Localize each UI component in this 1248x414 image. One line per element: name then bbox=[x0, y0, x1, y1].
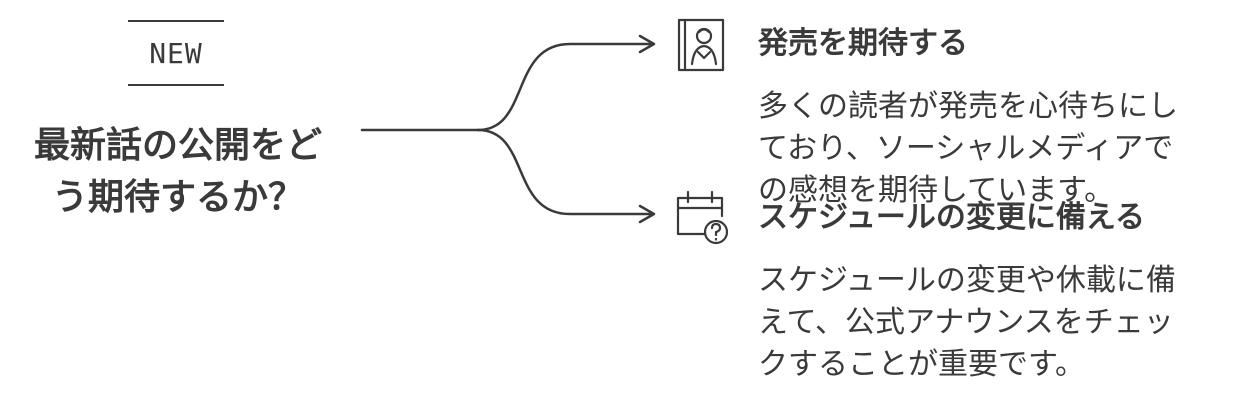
arrowhead-lower bbox=[638, 204, 656, 224]
branch-1-title: 発売を期待する bbox=[758, 26, 968, 61]
badge-label: NEW bbox=[149, 37, 203, 70]
branch-2-desc-line: えて、公式アナウンスをチェッ bbox=[758, 305, 1174, 340]
branch-curve-upper bbox=[476, 42, 654, 132]
question-line-1: 最新話の公開をど bbox=[33, 125, 322, 166]
branch-2-description: スケジュールの変更や休載に備 えて、公式アナウンスをチェッ クすることが重要です… bbox=[758, 260, 1208, 386]
branch-2-title: スケジュールの変更に備える bbox=[758, 200, 1145, 235]
branch-2-desc-line: クすることが重要です。 bbox=[758, 347, 1085, 382]
branch-2-desc-line: スケジュールの変更や休載に備 bbox=[758, 263, 1176, 298]
framed-portrait-icon bbox=[677, 18, 725, 72]
question-line-2: う期待するか？ bbox=[51, 177, 304, 218]
badge-rule-top bbox=[128, 20, 224, 22]
branch-1-description: 多くの読者が発売を心待ちにし ており、ソーシャルメディアで の感想を期待していま… bbox=[758, 86, 1208, 212]
badge-rule-bottom bbox=[128, 84, 224, 86]
central-question: 最新話の公開をど う期待するか？ bbox=[8, 120, 348, 224]
branch-1-desc-line: の感想を期待しています。 bbox=[758, 173, 1115, 208]
arrowhead-upper bbox=[638, 34, 656, 54]
branch-1-desc-line: ており、ソーシャルメディアで bbox=[758, 131, 1174, 166]
calendar-question-icon bbox=[676, 190, 729, 245]
new-badge: NEW bbox=[128, 20, 224, 88]
branch-1-desc-line: 多くの読者が発売を心待ちにし bbox=[758, 89, 1178, 124]
branch-curve-lower bbox=[476, 128, 654, 216]
